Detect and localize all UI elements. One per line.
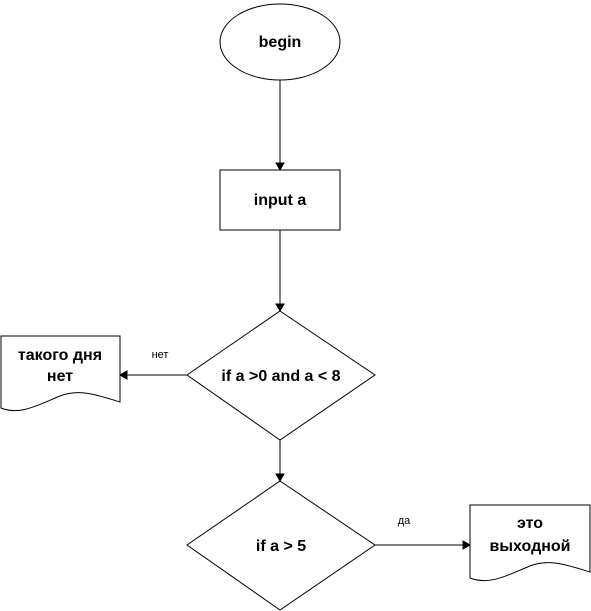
node-input[interactable]: input a: [219, 169, 341, 231]
node-weekend-label-line1: это: [517, 515, 543, 532]
node-no-such-day-label-line1: такого дня: [18, 347, 102, 364]
edge-range-no-to-no-such-day: нет: [118, 349, 187, 380]
node-decision-weekend[interactable]: if a > 5: [186, 480, 376, 611]
node-begin[interactable]: begin: [219, 3, 341, 81]
process-shape: [219, 169, 341, 231]
node-decision-weekend-label: if a > 5: [256, 538, 306, 555]
edge-label-yes: да: [398, 515, 411, 527]
node-no-such-day[interactable]: такого дня нет: [0, 335, 121, 412]
node-decision-range-label: if a >0 and a < 8: [221, 368, 340, 385]
edge-range-to-weekend-decision: [275, 440, 285, 483]
decision-shape: [186, 480, 376, 611]
edge-weekend-yes-to-weekend: да: [375, 515, 472, 550]
arrowhead: [275, 303, 285, 313]
node-weekend-label-line2: выходной: [490, 538, 571, 555]
node-no-such-day-label-line2: нет: [47, 368, 73, 385]
arrowhead: [462, 540, 472, 550]
node-input-label: input a: [254, 192, 307, 209]
document-shape: [0, 335, 121, 412]
terminator-shape: [219, 3, 341, 81]
node-begin-label: begin: [259, 34, 302, 51]
document-shape: [469, 504, 591, 582]
arrowhead: [275, 162, 285, 172]
edge-begin-to-input: [275, 80, 285, 172]
node-decision-range[interactable]: if a >0 and a < 8: [186, 310, 376, 441]
decision-shape: [186, 310, 376, 441]
edge-label-no: нет: [152, 349, 169, 361]
node-weekend[interactable]: это выходной: [469, 504, 591, 582]
arrowhead: [275, 473, 285, 483]
edge-input-to-range-decision: [275, 230, 285, 313]
arrowhead: [118, 370, 128, 380]
